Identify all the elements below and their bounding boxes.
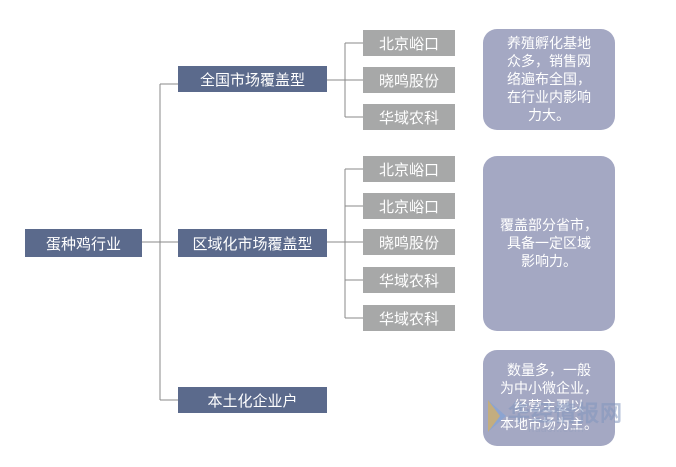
note-line: 络遍布全国， [507, 71, 591, 88]
leaf-company: 华域农科 [363, 267, 455, 293]
leaf-company: 北京峪口 [363, 193, 455, 219]
leaf-company: 晓鸣股份 [363, 67, 455, 93]
note-line: 经营主要以 [514, 399, 584, 415]
note-regional: 覆盖部分省市， 具备一定区域 影响力。 [483, 156, 615, 331]
note-line: 数量多，一般 [507, 363, 591, 379]
leaf-label: 北京峪口 [378, 34, 439, 53]
branch-label: 本土化企业户 [207, 391, 298, 410]
leaf-label: 晓鸣股份 [378, 71, 439, 90]
leaf-company: 华域农科 [363, 104, 455, 130]
root-label: 蛋种鸡行业 [45, 234, 121, 253]
note-line: 影响力。 [521, 253, 577, 270]
note-line: 覆盖部分省市， [500, 217, 598, 234]
leaf-company: 北京峪口 [363, 156, 455, 182]
branch-local: 本土化企业户 [178, 387, 327, 413]
note-national: 养殖孵化基地 众多，销售网 络遍布全国， 在行业内影响 力大。 [483, 29, 615, 130]
leaf-label: 华域农科 [378, 309, 439, 328]
note-local: 数量多，一般 为中小微企业， 经营主要以 本地市场为主。 [483, 350, 615, 446]
note-line: 养殖孵化基地 [507, 35, 591, 52]
watermark-logo-icon [488, 400, 506, 432]
root-node: 蛋种鸡行业 [25, 229, 142, 257]
branch-regional: 区域化市场覆盖型 [178, 229, 327, 257]
leaf-label: 华域农科 [378, 271, 439, 290]
note-line: 为中小微企业， [500, 381, 598, 397]
leaf-company: 华域农科 [363, 305, 455, 331]
leaf-label: 北京峪口 [378, 197, 439, 216]
leaf-label: 华域农科 [378, 108, 439, 127]
note-line: 本地市场为主。 [500, 417, 598, 433]
branch-label: 区域化市场覆盖型 [192, 234, 313, 253]
note-line: 力大。 [528, 107, 570, 124]
leaf-company: 晓鸣股份 [363, 229, 455, 255]
note-line: 在行业内影响 [507, 89, 591, 106]
leaf-label: 北京峪口 [378, 160, 439, 179]
note-line: 众多，销售网 [507, 53, 591, 70]
leaf-label: 晓鸣股份 [378, 233, 439, 252]
leaf-company: 北京峪口 [363, 30, 455, 56]
branch-national: 全国市场覆盖型 [178, 66, 327, 92]
watermark-url: huaon.com [528, 424, 584, 435]
watermark-text: 华经情报网 [508, 402, 624, 427]
branch-label: 全国市场覆盖型 [199, 70, 305, 89]
note-line: 具备一定区域 [507, 235, 591, 252]
